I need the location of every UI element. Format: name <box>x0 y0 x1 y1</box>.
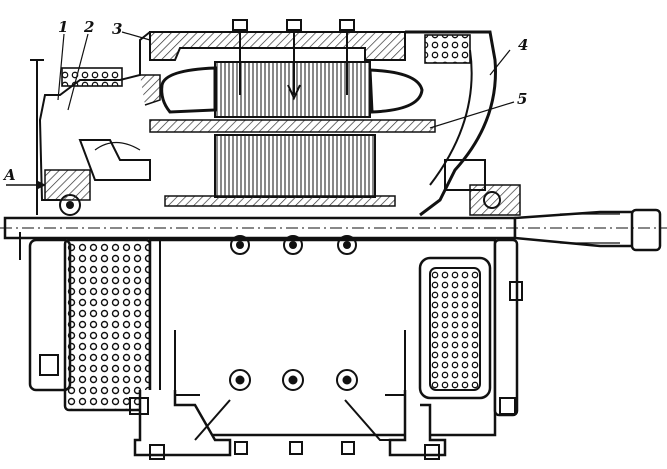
right-end-shield <box>405 30 497 217</box>
label-4: 4 <box>518 36 528 54</box>
upper-section <box>30 19 521 217</box>
shaft <box>0 208 667 252</box>
rotor-core <box>214 134 376 198</box>
label-2: 2 <box>83 18 94 36</box>
part-labels: 1 2 3 4 5 A <box>2 18 528 184</box>
stator-core <box>214 61 371 118</box>
frame-housing <box>149 31 406 61</box>
label-1: 1 <box>58 18 68 36</box>
shaft-nut <box>630 208 662 252</box>
foot-right <box>388 390 447 457</box>
stator-end-winding-right <box>368 68 424 114</box>
stator-end-winding-left <box>160 66 217 114</box>
foot-left <box>133 390 232 457</box>
bolt-row-lower <box>229 369 358 391</box>
left-ventilation-grille <box>63 238 152 412</box>
bearing-right <box>444 159 521 216</box>
label-5: 5 <box>517 90 527 108</box>
label-3: 3 <box>112 20 122 38</box>
bearing-left <box>44 139 151 216</box>
right-end-cap <box>493 238 519 417</box>
lower-view <box>19 232 523 460</box>
shaft-end <box>513 210 642 248</box>
leader-lines <box>6 31 515 189</box>
label-A: A <box>2 166 16 184</box>
bolt-row-upper <box>230 235 357 255</box>
left-end-shield <box>38 31 151 201</box>
